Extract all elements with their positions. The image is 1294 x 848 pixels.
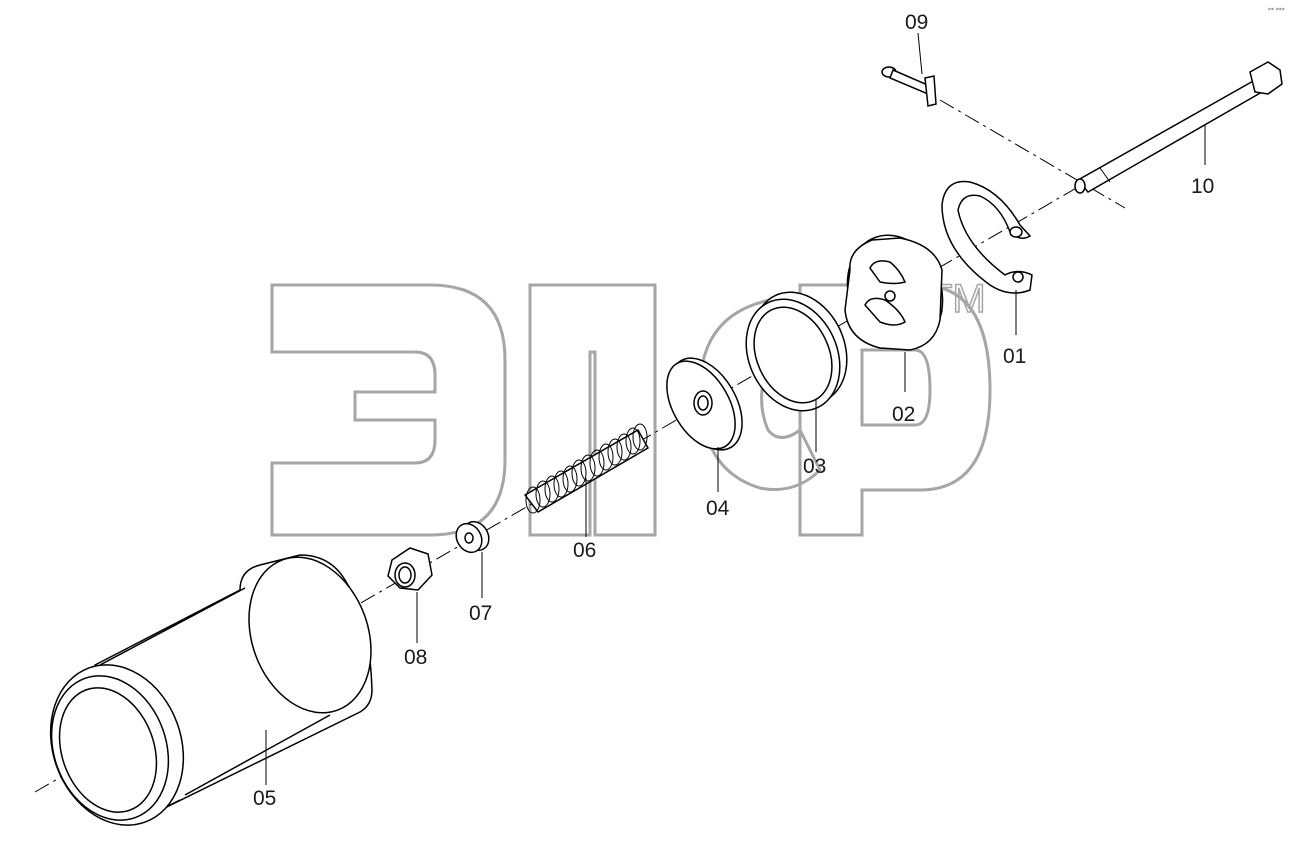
label-part-10: 10	[1191, 175, 1214, 198]
label-part-04: 04	[706, 497, 730, 520]
watermark-letter-p	[528, 283, 657, 537]
label-part-09: 09	[905, 11, 928, 34]
label-part-05: 05	[253, 787, 276, 810]
assembly-axis	[34, 99, 1126, 793]
part-02-slotted-disc	[844, 234, 944, 392]
part-08-hex-nut	[387, 547, 433, 643]
part-07-small-washer	[455, 520, 490, 598]
label-part-01: 01	[1003, 345, 1026, 368]
part-01-retaining-ring	[941, 180, 1033, 335]
part-09-pin	[881, 32, 937, 107]
watermark-letter-r	[798, 283, 992, 537]
watermark-letter-e	[270, 283, 507, 537]
part-labels: 01 02 03 04 05 06 07 08 09 10	[253, 11, 1214, 810]
part-06-coil-spring	[523, 423, 650, 537]
label-part-06: 06	[573, 539, 596, 562]
label-part-07: 07	[469, 602, 492, 625]
part-05-housing	[49, 554, 373, 827]
part-04-washer	[666, 357, 743, 492]
label-part-03: 03	[803, 455, 826, 478]
part-10-rod	[1074, 61, 1283, 194]
part-03-grooved-ring	[745, 291, 848, 452]
corner-mark: ⁎⁎ ⁎⁎⁎	[1268, 6, 1285, 12]
label-part-08: 08	[404, 646, 427, 669]
label-part-02: 02	[892, 403, 915, 426]
